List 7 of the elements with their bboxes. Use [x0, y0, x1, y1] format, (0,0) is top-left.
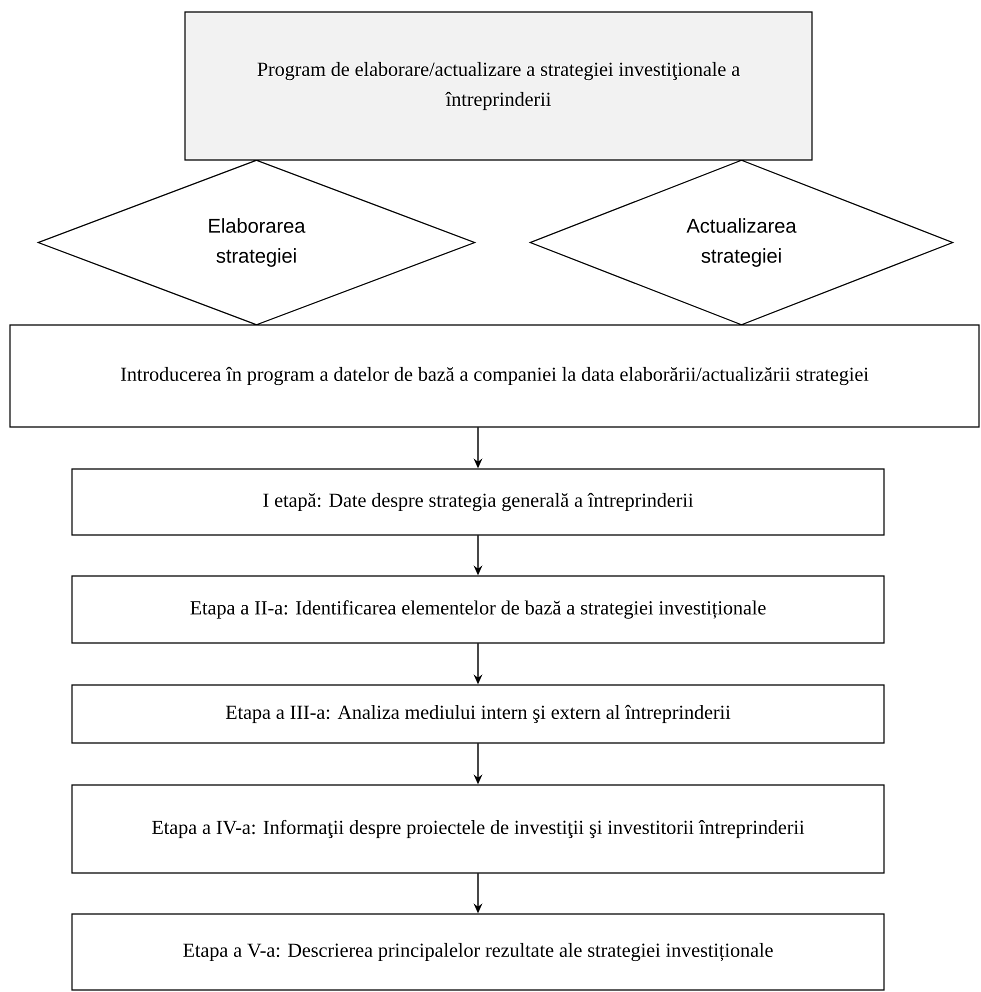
process-box: Etapa a V-a: Descrierea principalelor rezultate ale strategiei investiționale: [71, 913, 885, 991]
process-box: I etapă: Date despre strategia generală a întreprinderii: [71, 468, 885, 536]
process-box: Etapa a II-a: Identificarea elementelor de bază a strategiei investiționale: [71, 575, 885, 644]
process-box: Etapa a III-a: Analiza mediului intern şi extern al întreprinderii: [71, 684, 885, 744]
process-box: Etapa a IV-a: Informaţii despre proiectele de investiţii şi investitorii întreprinderii: [71, 784, 885, 874]
process-box: Introducerea în program a datelor de bază a companiei la data elaborării/actualizării strategiei: [9, 324, 980, 428]
process-box: Program de elaborare/actualizare a strategiei investiţionale a întreprinderii: [184, 11, 813, 161]
